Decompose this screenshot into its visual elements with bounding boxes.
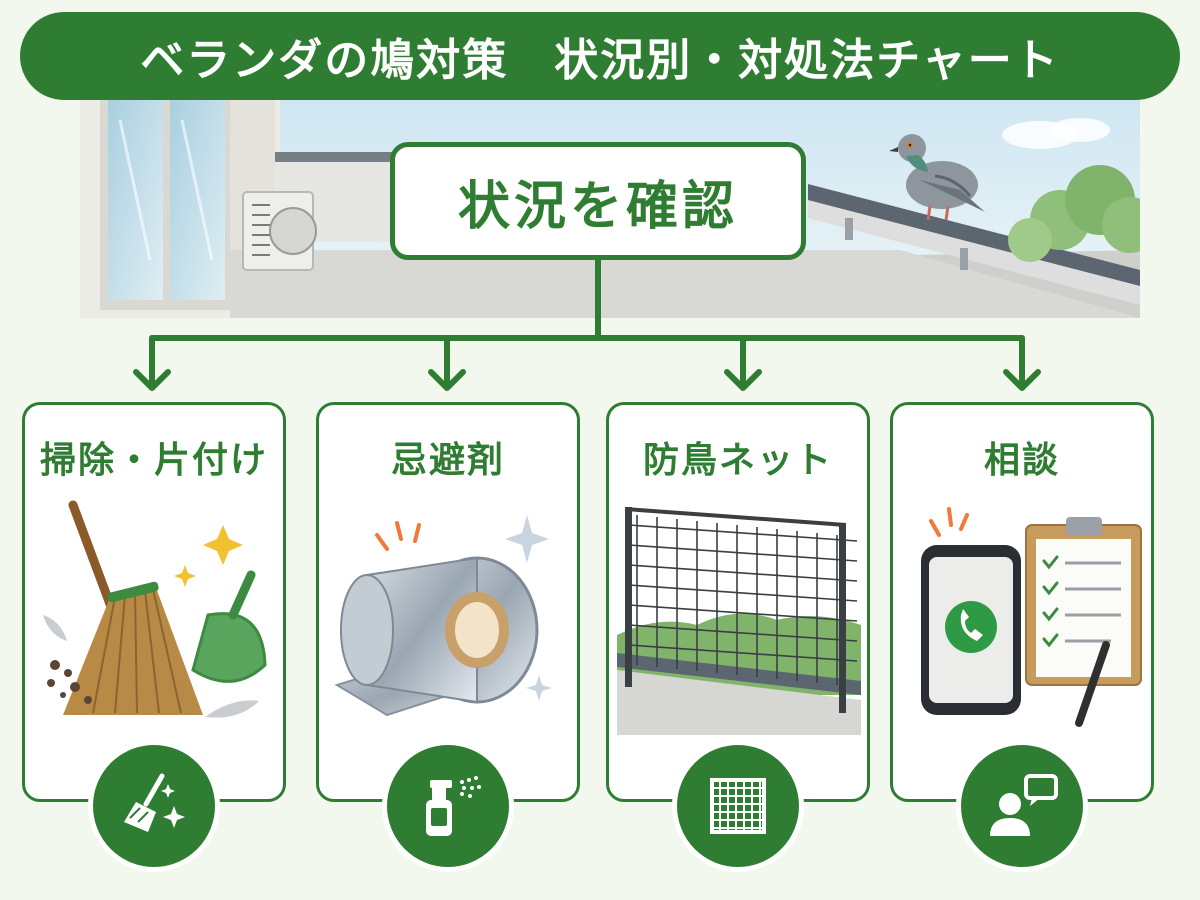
- arrow-head-3: [724, 369, 762, 391]
- option-card-bird-net: 防鳥ネット: [606, 402, 870, 802]
- arrow-head-1: [133, 369, 171, 391]
- balcony-scene-illustration: [80, 100, 1140, 318]
- phone-clipboard-illustration: [921, 507, 1142, 727]
- balcony-net-illustration: [617, 495, 861, 735]
- chart-title: ベランダの鳩対策 状況別・対処法チャート: [140, 35, 1060, 86]
- option-card-cleaning: 掃除・片付け: [22, 402, 286, 802]
- option-card-title: 相談: [983, 440, 1060, 481]
- option-card-consultation: 相談: [890, 402, 1154, 802]
- broom-dustpan-illustration: [43, 500, 267, 718]
- option-card-title: 掃除・片付け: [39, 440, 268, 481]
- option-card-title: 忌避剤: [390, 440, 505, 481]
- option-card-repellent: 忌避剤: [316, 402, 580, 802]
- pigeon-illustration: [889, 134, 985, 221]
- spray-bottle-icon: [382, 740, 514, 872]
- net-grid-icon: [672, 740, 804, 872]
- option-card-title: 防鳥ネット: [642, 440, 833, 481]
- arrow-head-4: [1003, 369, 1041, 391]
- broom-sparkle-icon: [88, 740, 220, 872]
- chart-title-bar: ベランダの鳩対策 状況別・対処法チャート: [20, 12, 1180, 100]
- arrow-head-2: [428, 369, 466, 391]
- reflective-tape-roll-illustration: [334, 515, 552, 717]
- root-node-check-situation: 状況を確認: [390, 142, 806, 260]
- person-chat-icon: [956, 740, 1088, 872]
- root-node-label: 状況を確認: [457, 176, 738, 237]
